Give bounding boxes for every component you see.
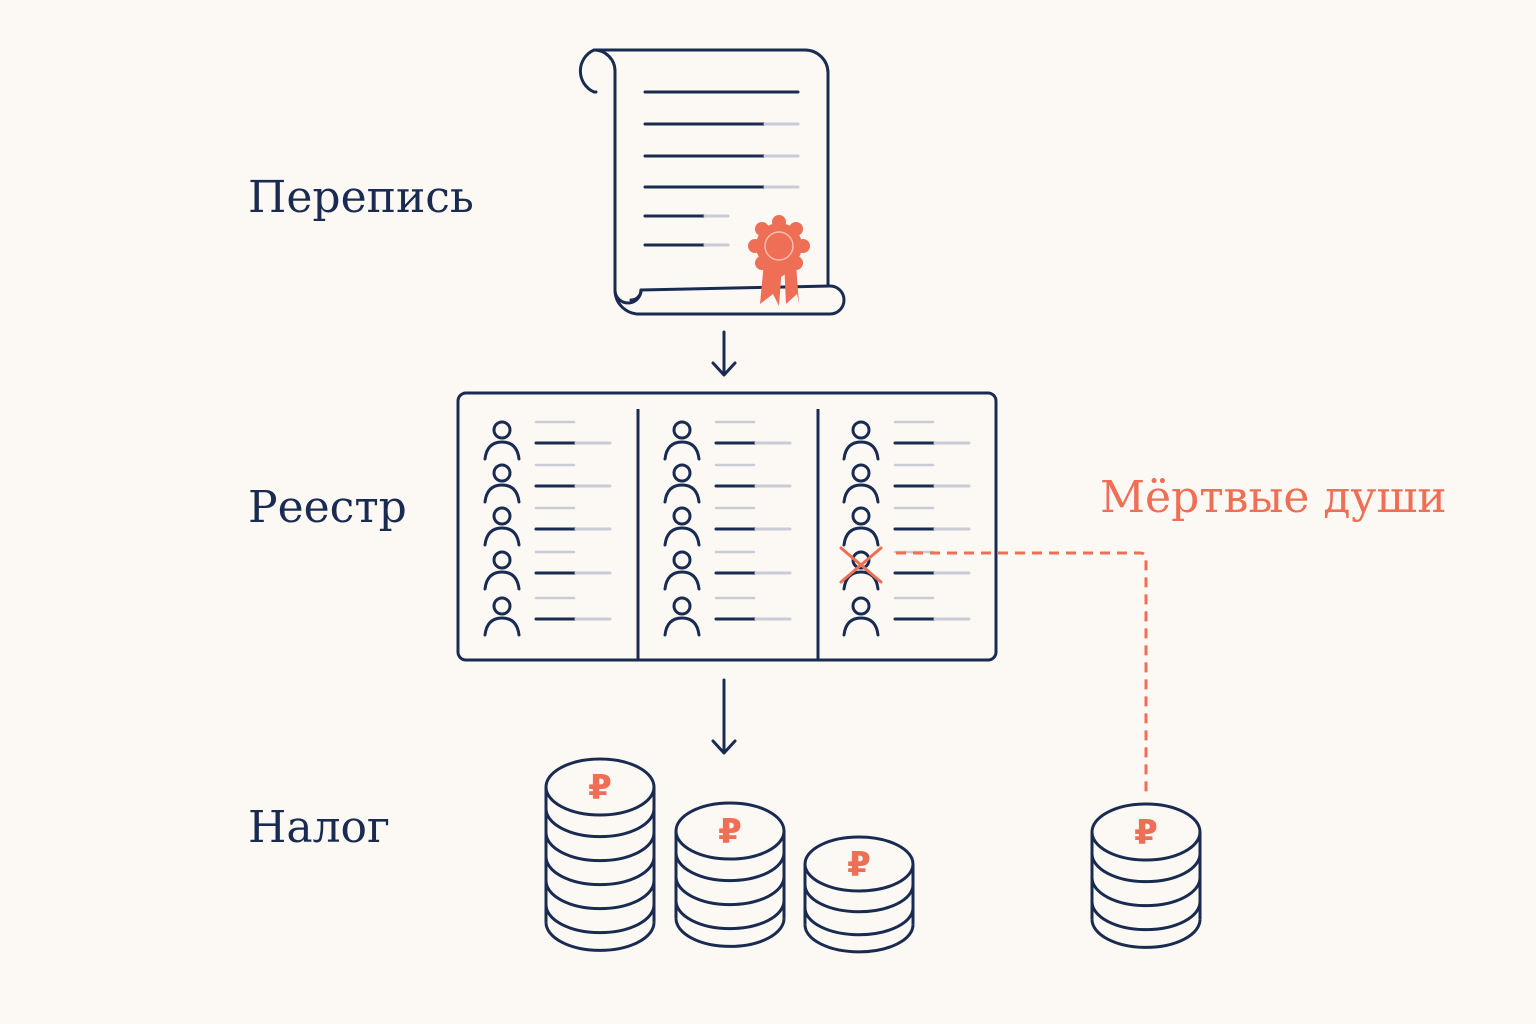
person-icon <box>842 506 880 547</box>
arrow-down-icon <box>711 678 737 755</box>
registry-entry-lines <box>893 596 971 621</box>
ruble-sign: ₽ <box>847 845 871 885</box>
label-census: Перепись <box>248 172 474 223</box>
arrow-down-icon <box>711 330 737 377</box>
registry-entry-lines <box>534 420 612 445</box>
label-tax: Налог <box>248 802 390 853</box>
registry-entry-lines <box>893 420 971 445</box>
registry-table <box>456 391 998 662</box>
registry-entry-lines <box>534 596 612 621</box>
person-icon <box>663 463 701 504</box>
scroll-text-lines <box>643 90 800 247</box>
registry-entry-lines <box>534 506 612 531</box>
registry-entry-lines <box>714 550 792 575</box>
ruble-sign: ₽ <box>1134 813 1158 853</box>
coin-stack-icon: ₽ <box>544 757 656 952</box>
person-icon <box>842 420 880 461</box>
person-icon <box>483 596 521 637</box>
coin-stack-icon: ₽ <box>1090 802 1202 949</box>
person-icon <box>483 506 521 547</box>
person-icon <box>663 420 701 461</box>
registry-entry-lines <box>893 550 971 575</box>
coin-stack-icon: ₽ <box>803 835 915 954</box>
registry-entry-lines <box>714 596 792 621</box>
person-icon <box>842 463 880 504</box>
label-dead-souls: Мёртвые души <box>1100 472 1447 523</box>
scroll-icon <box>578 48 846 316</box>
ruble-sign: ₽ <box>718 812 742 852</box>
dead-souls-connector <box>896 551 1148 792</box>
person-icon <box>483 463 521 504</box>
registry-entry-lines <box>893 463 971 488</box>
registry-entry-lines <box>534 550 612 575</box>
registry-entry-lines <box>534 463 612 488</box>
person-icon <box>663 596 701 637</box>
person-icon <box>483 420 521 461</box>
registry-entry-lines <box>714 463 792 488</box>
person-icon <box>663 550 701 591</box>
registry-rows <box>483 420 971 637</box>
registry-entry-lines <box>893 506 971 531</box>
person-icon <box>842 596 880 637</box>
ruble-sign: ₽ <box>588 768 612 808</box>
crossed-out-person-icon <box>839 546 883 591</box>
coin-stack-icon: ₽ <box>674 801 786 948</box>
person-icon <box>483 550 521 591</box>
registry-entry-lines <box>714 506 792 531</box>
person-icon <box>663 506 701 547</box>
coin-stacks: ₽ ₽ ₽ ₽ <box>544 757 1202 954</box>
registry-entry-lines <box>714 420 792 445</box>
label-registry: Реестр <box>248 482 407 533</box>
wax-seal-icon <box>748 215 810 306</box>
